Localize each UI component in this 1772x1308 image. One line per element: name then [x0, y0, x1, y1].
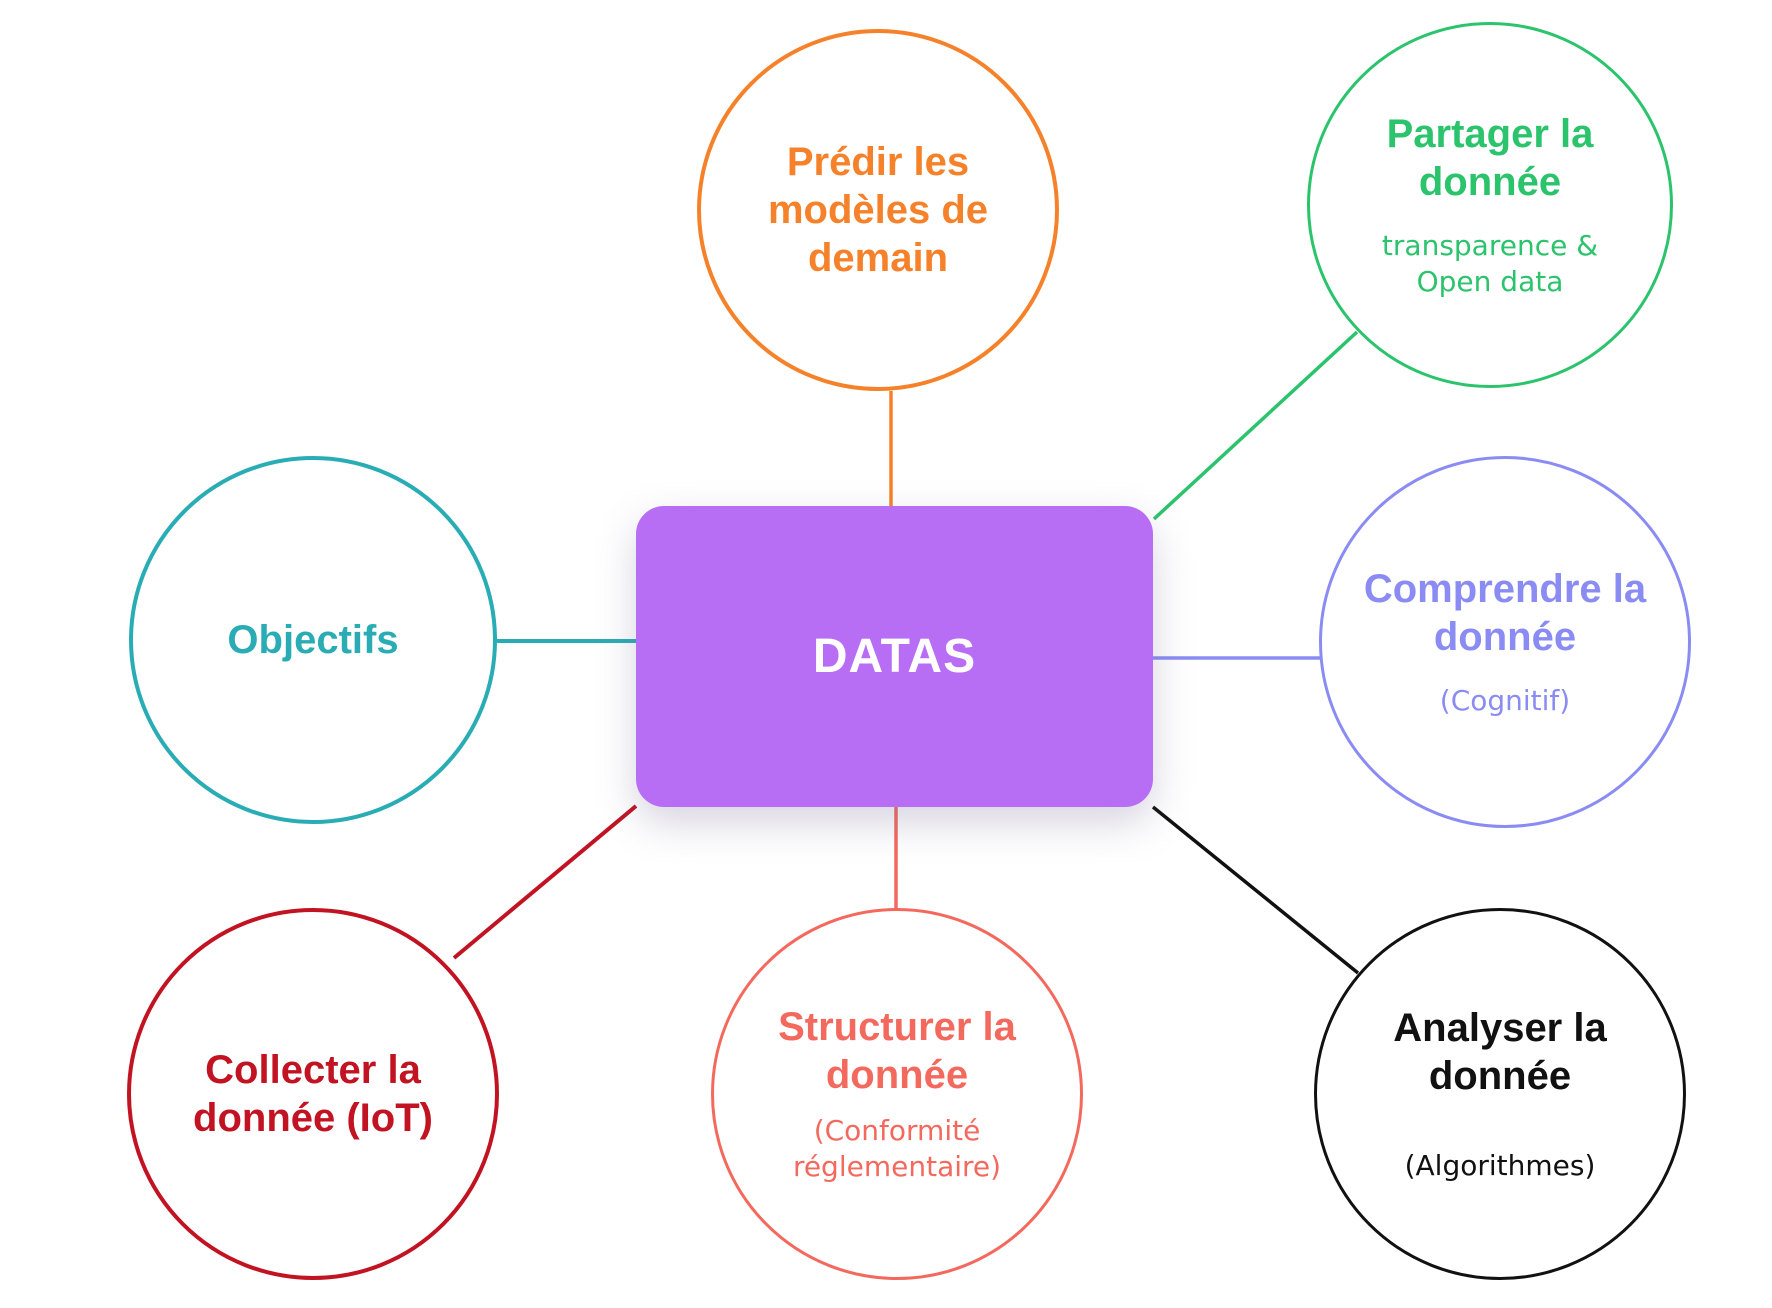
node-title: Prédir les modèles de demain [767, 140, 989, 280]
node-subtitle: transparence & Open data [1381, 229, 1599, 298]
connector-analyser [1151, 805, 1360, 975]
node-title: Objectifs [227, 618, 399, 662]
node-title: Collecter la donnée (IoT) [193, 1048, 433, 1140]
node-collecter-circle: Collecter la donnée (IoT) [127, 908, 499, 1280]
node-comprendre-circle: Comprendre la donnée (Cognitif) [1319, 456, 1691, 828]
center-node-datas: DATAS [636, 506, 1153, 807]
node-analyser-circle: Analyser la donnée (Algorithmes) [1314, 908, 1686, 1280]
node-predir-circle: Prédir les modèles de demain [697, 29, 1059, 391]
node-objectifs-circle: Objectifs [129, 456, 497, 824]
node-subtitle: (Algorithmes) [1404, 1149, 1596, 1182]
node-subtitle: (Conformité réglementaire) [792, 1114, 1002, 1183]
connector-collecter [452, 804, 638, 960]
node-title: Analyser la donnée [1393, 1006, 1607, 1098]
node-title: Comprendre la donnée [1363, 567, 1647, 659]
node-subtitle: (Cognitif) [1439, 684, 1571, 717]
node-title: Structurer la donnée [778, 1005, 1016, 1097]
node-structurer-circle: Structurer la donnée (Conformité régleme… [711, 908, 1083, 1280]
node-partager-circle: Partager la donnée transparence & Open d… [1307, 22, 1673, 388]
center-node-label: DATAS [812, 630, 977, 683]
node-title: Partager la donnée [1386, 112, 1594, 204]
connector-partager [1152, 330, 1359, 521]
